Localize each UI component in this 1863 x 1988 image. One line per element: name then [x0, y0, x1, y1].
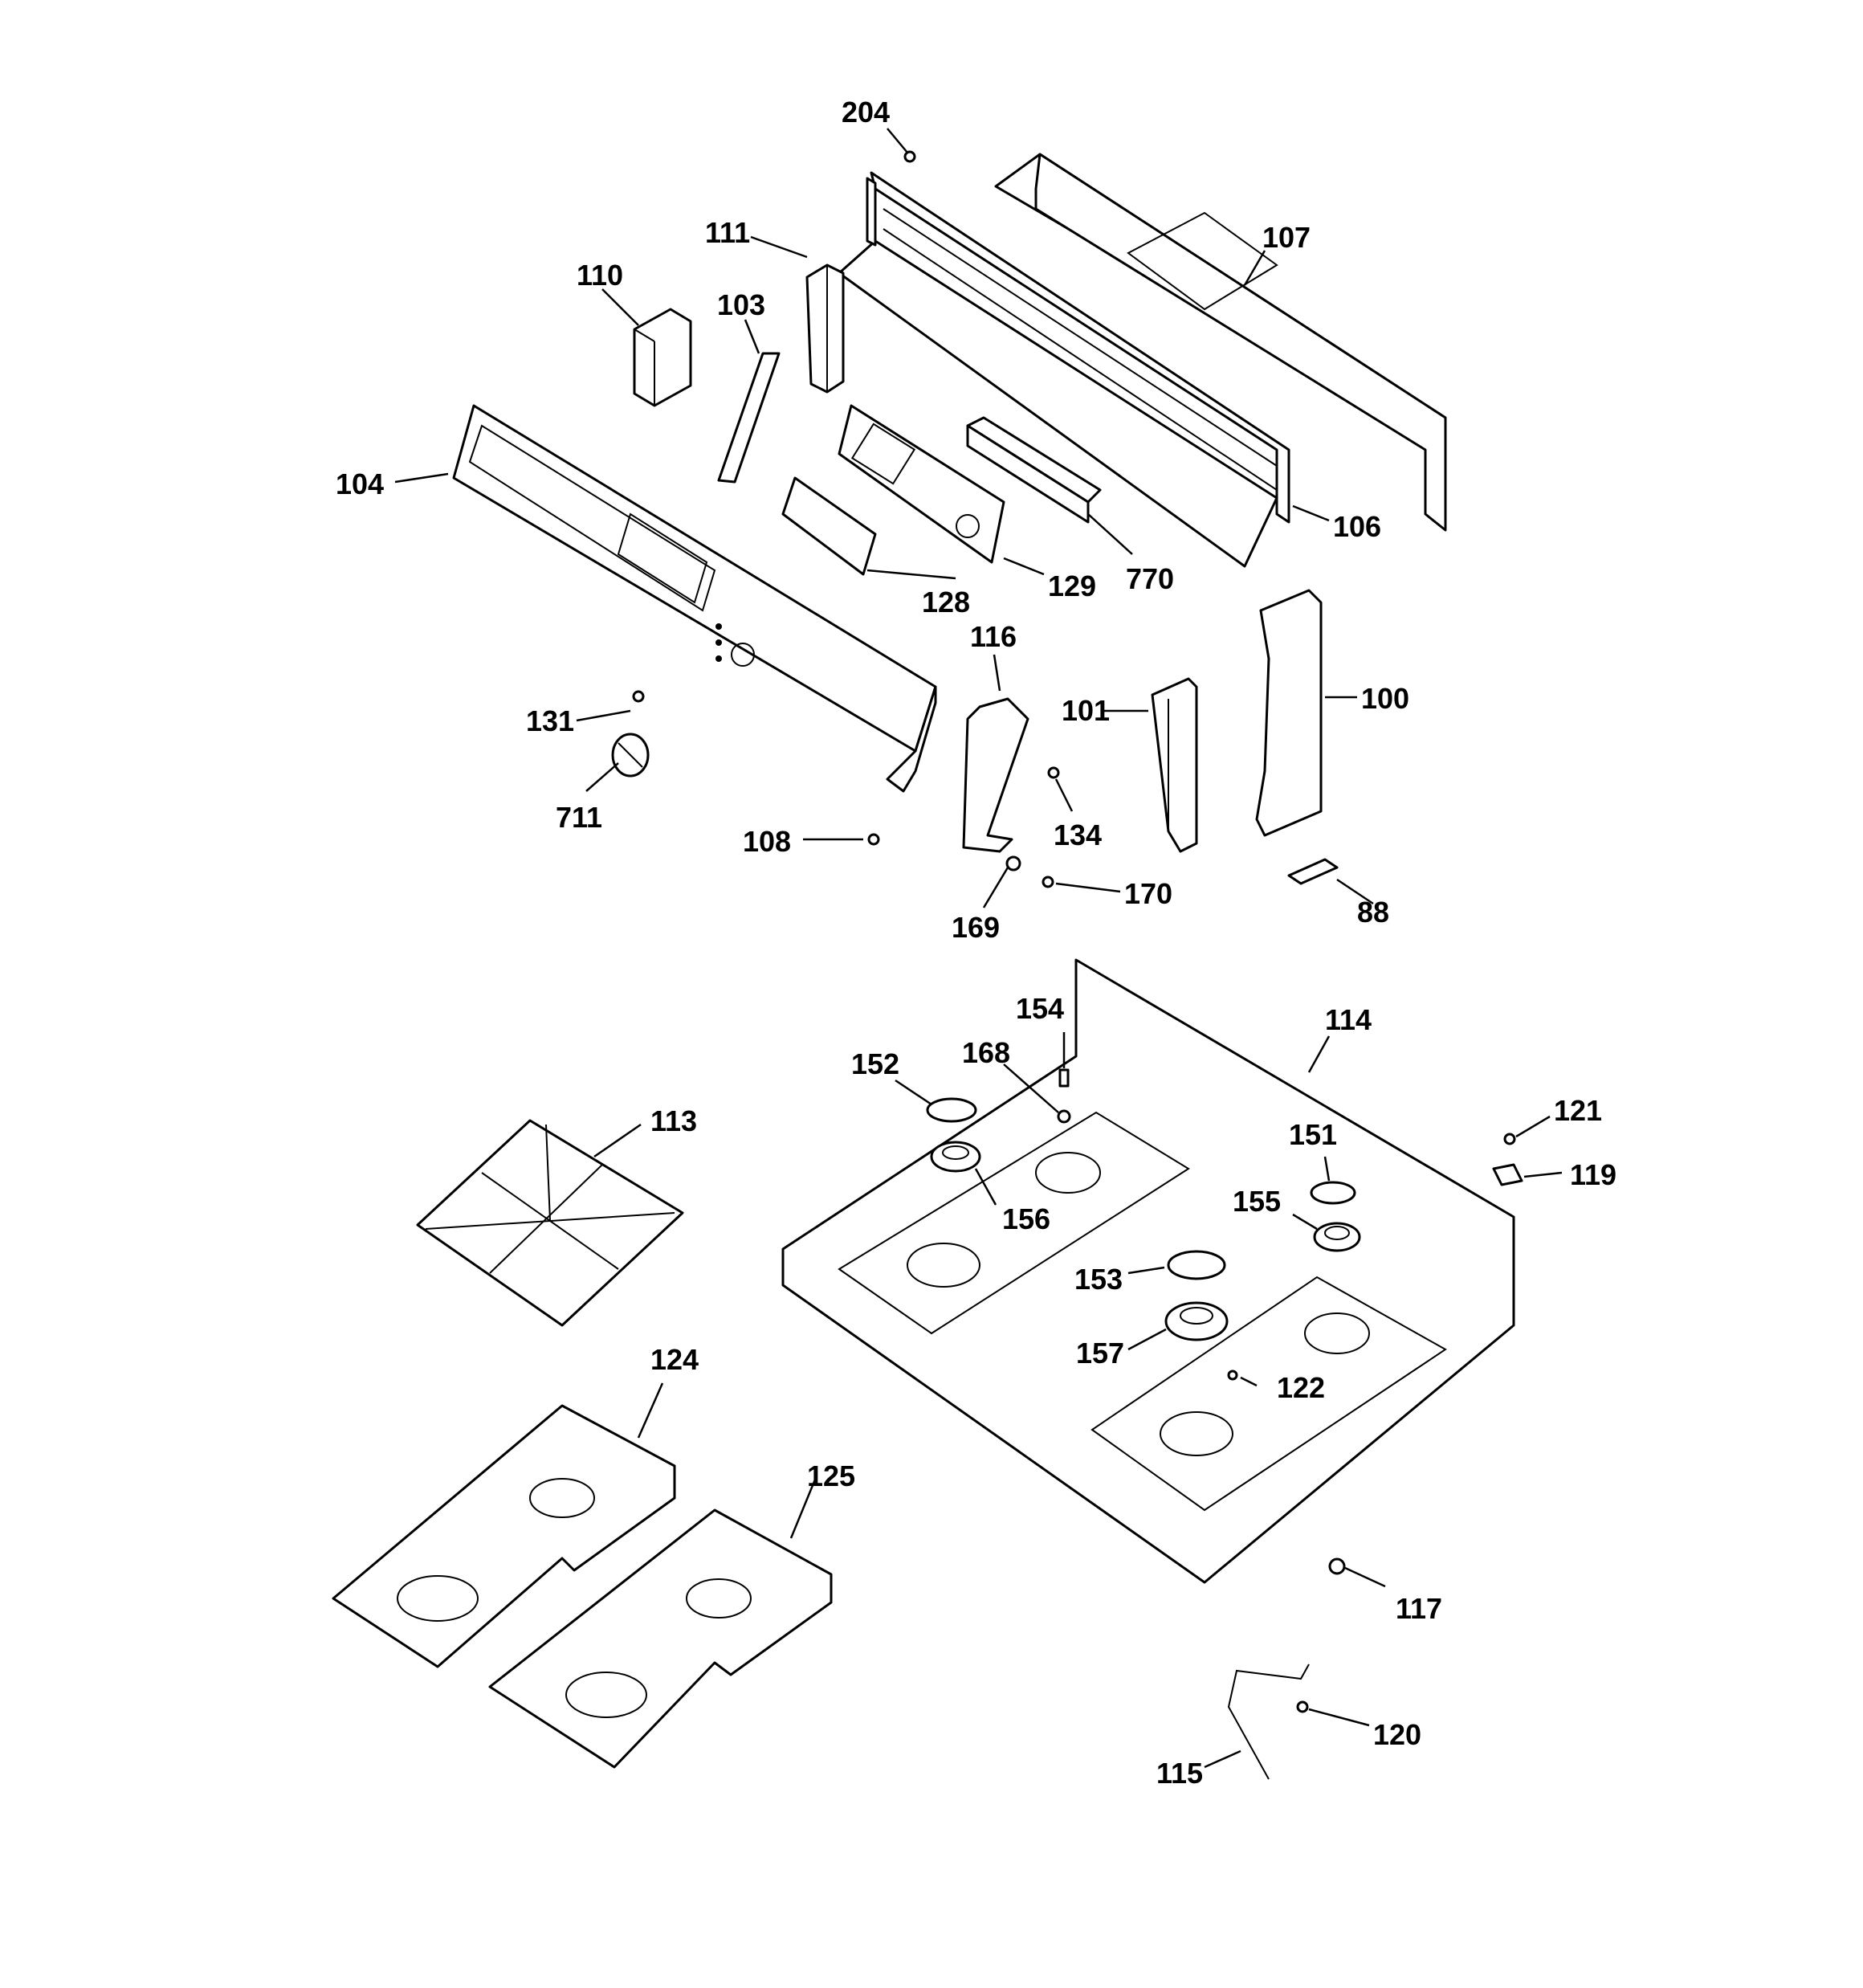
part-157-burner-head	[1164, 1301, 1229, 1341]
part-152-burner-cap	[926, 1097, 977, 1123]
label-152: 152	[851, 1047, 899, 1080]
part-131-small-knob-insert	[632, 690, 645, 703]
part-117-nut	[1328, 1557, 1346, 1575]
part-88-bracket	[1287, 858, 1339, 885]
label-770: 770	[1126, 562, 1174, 595]
label-134: 134	[1054, 818, 1102, 851]
label-128: 128	[922, 586, 970, 618]
part-113-grate	[416, 1119, 684, 1327]
part-116-side-trim	[962, 697, 1029, 853]
label-711: 711	[556, 801, 602, 834]
label-155: 155	[1233, 1185, 1281, 1218]
label-119: 119	[1570, 1158, 1616, 1191]
part-154-igniter	[1058, 1068, 1070, 1088]
part-170-screw	[1042, 876, 1054, 888]
label-108: 108	[743, 825, 791, 858]
part-168-screw	[1057, 1109, 1071, 1124]
part-711-knob	[611, 733, 650, 778]
part-770-harness-cover	[966, 416, 1102, 524]
label-113: 113	[650, 1104, 697, 1137]
part-100-end-cap	[1255, 589, 1323, 837]
part-104-control-panel	[452, 404, 937, 793]
label-121: 121	[1554, 1094, 1602, 1127]
label-124: 124	[650, 1343, 699, 1376]
part-106-backguard-panel	[838, 171, 1290, 568]
label-131: 131	[526, 704, 574, 737]
part-110-switch	[633, 308, 692, 407]
label-110: 110	[577, 259, 623, 292]
label-156: 156	[1002, 1202, 1050, 1235]
label-103: 103	[717, 288, 765, 321]
label-106: 106	[1333, 510, 1381, 543]
label-114: 114	[1325, 1003, 1372, 1036]
label-117: 117	[1396, 1592, 1442, 1625]
label-154: 154	[1016, 992, 1064, 1025]
part-124-drip-pan	[332, 1404, 676, 1668]
label-104: 104	[336, 467, 384, 500]
part-155-burner-head	[1313, 1222, 1361, 1252]
part-103-strap	[717, 352, 781, 484]
label-100: 100	[1361, 682, 1409, 715]
label-153: 153	[1074, 1263, 1123, 1296]
part-122-screw	[1227, 1370, 1238, 1381]
part-129-control-board	[838, 404, 1005, 564]
label-88: 88	[1357, 896, 1389, 929]
part-128-overlay	[781, 476, 877, 576]
label-101: 101	[1062, 694, 1110, 727]
label-125: 125	[807, 1459, 855, 1492]
label-115: 115	[1156, 1757, 1203, 1790]
part-151-burner-cap	[1310, 1181, 1356, 1205]
part-labels: 204 107 111 110 103 104 106 129 128 770 …	[336, 96, 1616, 1790]
part-111-bracket	[805, 263, 845, 394]
part-153-burner-cap	[1167, 1250, 1226, 1280]
label-120: 120	[1373, 1718, 1421, 1751]
label-122: 122	[1277, 1371, 1325, 1404]
label-111: 111	[705, 216, 750, 249]
label-151: 151	[1289, 1118, 1337, 1151]
part-101-bracket	[1151, 677, 1198, 853]
part-204-screw	[903, 150, 916, 163]
label-116: 116	[970, 620, 1017, 653]
label-169: 169	[952, 911, 1000, 944]
part-107-rear-cover	[994, 153, 1447, 532]
part-120-screw	[1296, 1700, 1309, 1713]
part-108-screw	[867, 833, 880, 846]
part-134-screw	[1047, 766, 1060, 779]
part-115-support-rod	[1227, 1663, 1310, 1780]
part-156-burner-head	[930, 1141, 981, 1173]
leader-lines	[394, 128, 1563, 1769]
label-204: 204	[842, 96, 890, 129]
label-129: 129	[1048, 569, 1096, 602]
part-119-bracket	[1492, 1163, 1523, 1186]
part-125-drip-pan	[488, 1508, 833, 1769]
label-157: 157	[1076, 1337, 1124, 1370]
label-168: 168	[962, 1036, 1010, 1069]
part-121-screw	[1503, 1133, 1516, 1145]
label-170: 170	[1124, 877, 1172, 910]
part-169-washer	[1005, 855, 1021, 872]
label-107: 107	[1262, 221, 1311, 254]
part-114-cooktop	[781, 958, 1515, 1584]
